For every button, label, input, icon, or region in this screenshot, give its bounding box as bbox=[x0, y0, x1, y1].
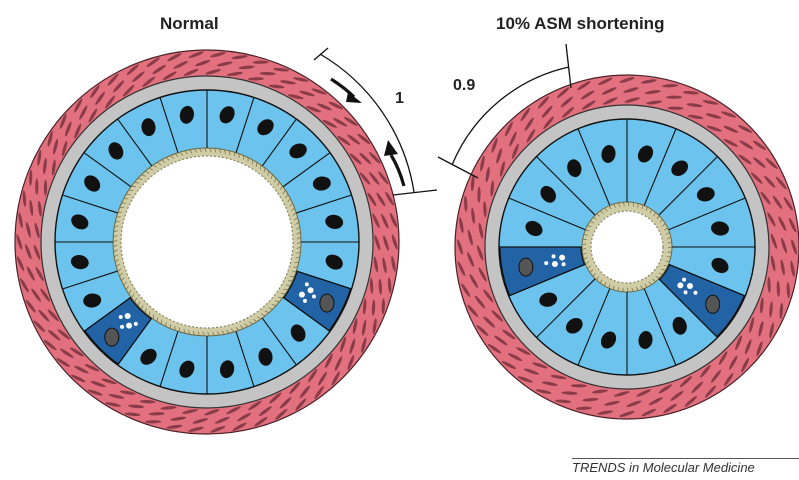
counterclockwise-arrow-icon bbox=[391, 155, 404, 186]
mucus-granule bbox=[312, 295, 316, 299]
airway-shortened bbox=[455, 75, 799, 419]
mucus-granule bbox=[119, 315, 123, 319]
mucus-granule bbox=[562, 262, 566, 266]
mucus-granule bbox=[552, 254, 556, 258]
mucus-granule bbox=[544, 261, 548, 265]
mucus-granule bbox=[693, 291, 697, 295]
bracket-tick-bottom bbox=[393, 190, 437, 195]
mucus-granule bbox=[682, 278, 686, 282]
panel-title-shortened: 10% ASM shortening bbox=[496, 14, 664, 34]
goblet-nucleus bbox=[105, 328, 119, 346]
mucus-granule bbox=[308, 287, 314, 293]
clockwise-arrow-head bbox=[346, 92, 362, 103]
mucus-granule bbox=[677, 282, 683, 288]
journal-credit: TRENDS in Molecular Medicine bbox=[572, 458, 799, 475]
mucus-granule bbox=[125, 313, 131, 319]
goblet-nucleus bbox=[706, 295, 720, 313]
bracket-tick-bottom-right bbox=[438, 157, 478, 178]
goblet-nucleus bbox=[320, 294, 334, 312]
mucus-granule bbox=[559, 255, 565, 261]
mucus-granule bbox=[305, 282, 309, 286]
mucus-granule bbox=[684, 290, 688, 294]
mucus-granule bbox=[687, 283, 693, 289]
mucus-granule bbox=[303, 299, 307, 303]
circumference-ratio-normal: 1 bbox=[395, 90, 404, 108]
bracket-tick-top-right bbox=[566, 44, 571, 88]
lumen bbox=[591, 211, 663, 283]
mucus-granule bbox=[126, 323, 132, 329]
mucus-granule bbox=[552, 261, 558, 267]
mucus-granule bbox=[299, 292, 305, 298]
counterclockwise-arrow-head bbox=[384, 140, 398, 156]
mucus-granule bbox=[120, 325, 124, 329]
panel-title-normal: Normal bbox=[160, 14, 219, 34]
circumference-ratio-shortened: 0.9 bbox=[453, 77, 475, 95]
goblet-nucleus bbox=[519, 258, 533, 276]
airway-normal bbox=[15, 50, 399, 434]
mucus-granule bbox=[134, 322, 138, 326]
lumen bbox=[121, 156, 293, 328]
